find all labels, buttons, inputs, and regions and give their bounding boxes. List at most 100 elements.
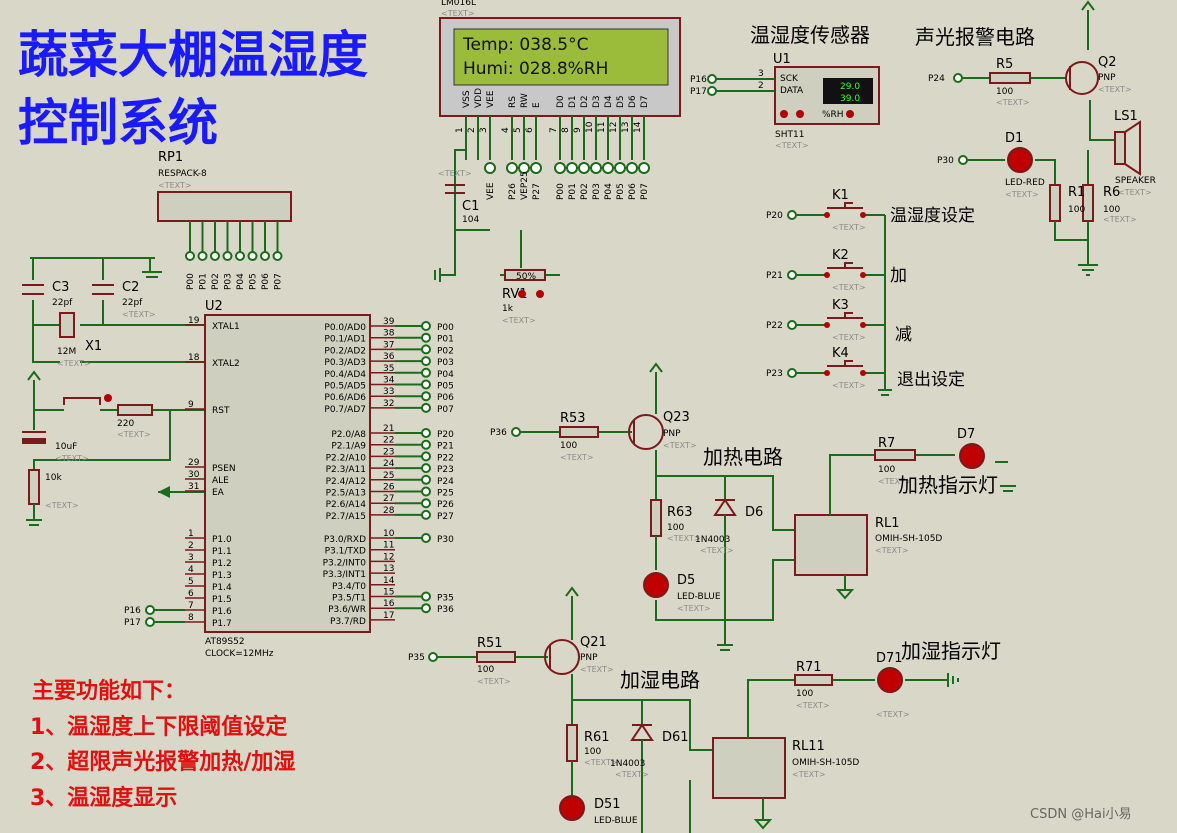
rp1-net-label: P00 <box>186 273 196 290</box>
lcd-net-terminal <box>590 162 602 174</box>
humidify-circuit: P35 R51 100 <TEXT> Q21 PNP <TEXT> 加湿电路 R… <box>408 586 1001 833</box>
mcu-left-pin-name: P1.0 <box>212 535 232 545</box>
r71-text-tag: <TEXT> <box>796 701 830 710</box>
rl1-label: RL1 <box>875 516 900 531</box>
oscillator-circuit: C3 22pf C2 22pf <TEXT> X1 12M <TEXT> <box>22 257 205 368</box>
key-group: P20K1<TEXT>温湿度设定P21K2<TEXT>加P22K3<TEXT>减… <box>766 188 975 396</box>
mcu-right-pin-number: 15 <box>383 588 394 598</box>
heating-circuit: P36 R53 100 <TEXT> Q23 PNP <TEXT> 加热电路 R… <box>490 362 1016 651</box>
key-terminal <box>787 270 797 280</box>
r71-label: R71 <box>796 660 822 675</box>
lcd-net-label: P26 <box>508 183 518 200</box>
key-ref: K2 <box>832 248 849 263</box>
rp1-terminal <box>272 251 283 261</box>
rp1-terminal <box>260 251 270 261</box>
mcu-right-pin-name: P0.6/AD6 <box>324 393 366 403</box>
lcd-net-label: P07 <box>640 183 650 200</box>
mcu-right-pin-name: P3.2/INT0 <box>323 558 367 568</box>
mcu-right-pin-number: 35 <box>383 364 394 374</box>
lcd-net-terminal <box>484 162 496 174</box>
lcd-net-terminal <box>602 162 614 174</box>
mcu-net-terminal <box>421 321 431 331</box>
lcd-pin-number: 3 <box>479 127 489 133</box>
rp1-net-label: P02 <box>211 273 221 290</box>
lcd-net-terminal <box>614 162 626 174</box>
humid-net: P35 <box>408 653 425 663</box>
reset-r-text-tag: <TEXT> <box>117 430 151 439</box>
key-switch-icon <box>827 202 863 209</box>
q21-label: Q21 <box>580 635 607 650</box>
mcu-at89s52: U2 19XTAL118XTAL29RST29PSEN30ALE31EA1P1.… <box>124 299 454 659</box>
lcd-pin-name: RW <box>520 93 530 108</box>
mcu-left-pin-name: P1.2 <box>212 559 232 569</box>
mcu-right-pin-number: 37 <box>383 340 394 350</box>
r61-value: 100 <box>584 747 601 757</box>
d51-label: D51 <box>594 797 621 812</box>
sensor-humi-readout: 39.0 <box>840 94 860 104</box>
key-net-label: P23 <box>766 369 783 379</box>
lcd-pin-number: 2 <box>467 127 477 133</box>
sensor-temp-readout: 29.0 <box>840 82 860 92</box>
r51-label: R51 <box>477 636 503 651</box>
mcu-right-pin-name: P2.1/A9 <box>331 442 366 452</box>
lcd-net-terminal <box>506 162 518 174</box>
c2-label: C2 <box>122 280 139 295</box>
r7-text-tag: <TEXT> <box>878 477 912 486</box>
alarm-heading: 声光报警电路 <box>915 25 1035 49</box>
c1-value: 104 <box>462 215 479 225</box>
mcu-net-label: P36 <box>437 605 454 615</box>
mcu-part: AT89S52 <box>205 637 245 647</box>
ls1-label: LS1 <box>1114 109 1138 124</box>
feature-item-1: 1、温湿度上下限阈值设定 <box>30 714 287 740</box>
mcu-right-pin-name: P2.0/A8 <box>331 430 366 440</box>
lcd-net-label: VEP25 <box>520 171 530 200</box>
mcu-right-pin-number: 22 <box>383 436 394 446</box>
x1-value: 12M <box>57 347 76 357</box>
d1-net: P30 <box>937 156 954 166</box>
lcd-pin-number: 6 <box>525 127 535 133</box>
mcu-right-pin-number: 23 <box>383 447 394 457</box>
lcd-pin-name: VDD <box>474 88 484 108</box>
key-net-label: P22 <box>766 321 783 331</box>
mcu-right-pin-number: 38 <box>383 329 395 339</box>
key-net-label: P21 <box>766 271 783 281</box>
mcu-right-pin-number: 10 <box>383 529 395 539</box>
mcu-net-label: P02 <box>437 346 454 356</box>
lcd-display: LM016L <TEXT> Temp: 038.5°C Humi: 028.8%… <box>439 0 681 200</box>
rv1-value: 1k <box>502 304 514 314</box>
x1-text-tag: <TEXT> <box>57 359 91 368</box>
lcd-pin-name: VSS <box>462 90 472 108</box>
mcu-net-terminal <box>421 451 431 462</box>
r7-value: 100 <box>878 465 895 475</box>
key-function-label: 加 <box>890 266 907 286</box>
mcu-net-label: P20 <box>437 430 454 440</box>
rv1-percent: 50% <box>516 272 536 282</box>
sht11-sensor: 温湿度传感器 U1 SCK DATA 3 2 29.0 39.0 %RH SHT… <box>690 23 880 150</box>
r6-value: 100 <box>1103 205 1120 215</box>
mcu-right-pin-name: P3.7/RD <box>330 617 366 627</box>
lcd-net-label: P00 <box>556 183 566 200</box>
lcd-name: LM016L <box>441 0 476 8</box>
lcd-pin-name: D3 <box>592 95 602 108</box>
mcu-right-pin-number: 12 <box>383 552 394 562</box>
lcd-net-label: P05 <box>616 183 626 200</box>
key-contact-right <box>860 370 866 376</box>
r51-value: 100 <box>477 665 494 675</box>
sensor-pin1: 3 <box>758 69 764 79</box>
key-text-tag: <TEXT> <box>832 333 866 342</box>
feature-item-2: 2、超限声光报警加热/加湿 <box>30 749 295 775</box>
mcu-net-terminal <box>421 463 431 474</box>
d6-label: D6 <box>745 505 763 520</box>
alarm-net: P24 <box>928 74 945 84</box>
mcu-left-pin-name: P1.1 <box>212 547 232 557</box>
mcu-right-pin-number: 14 <box>383 576 395 586</box>
rp1-terminal <box>197 251 208 261</box>
q23-text-tag: <TEXT> <box>663 441 697 450</box>
key-ref: K1 <box>832 188 849 203</box>
r51-text-tag: <TEXT> <box>477 677 511 686</box>
mcu-net-terminal <box>421 356 431 367</box>
rp1-net-label: P04 <box>236 273 246 290</box>
key-text-tag: <TEXT> <box>832 283 866 292</box>
